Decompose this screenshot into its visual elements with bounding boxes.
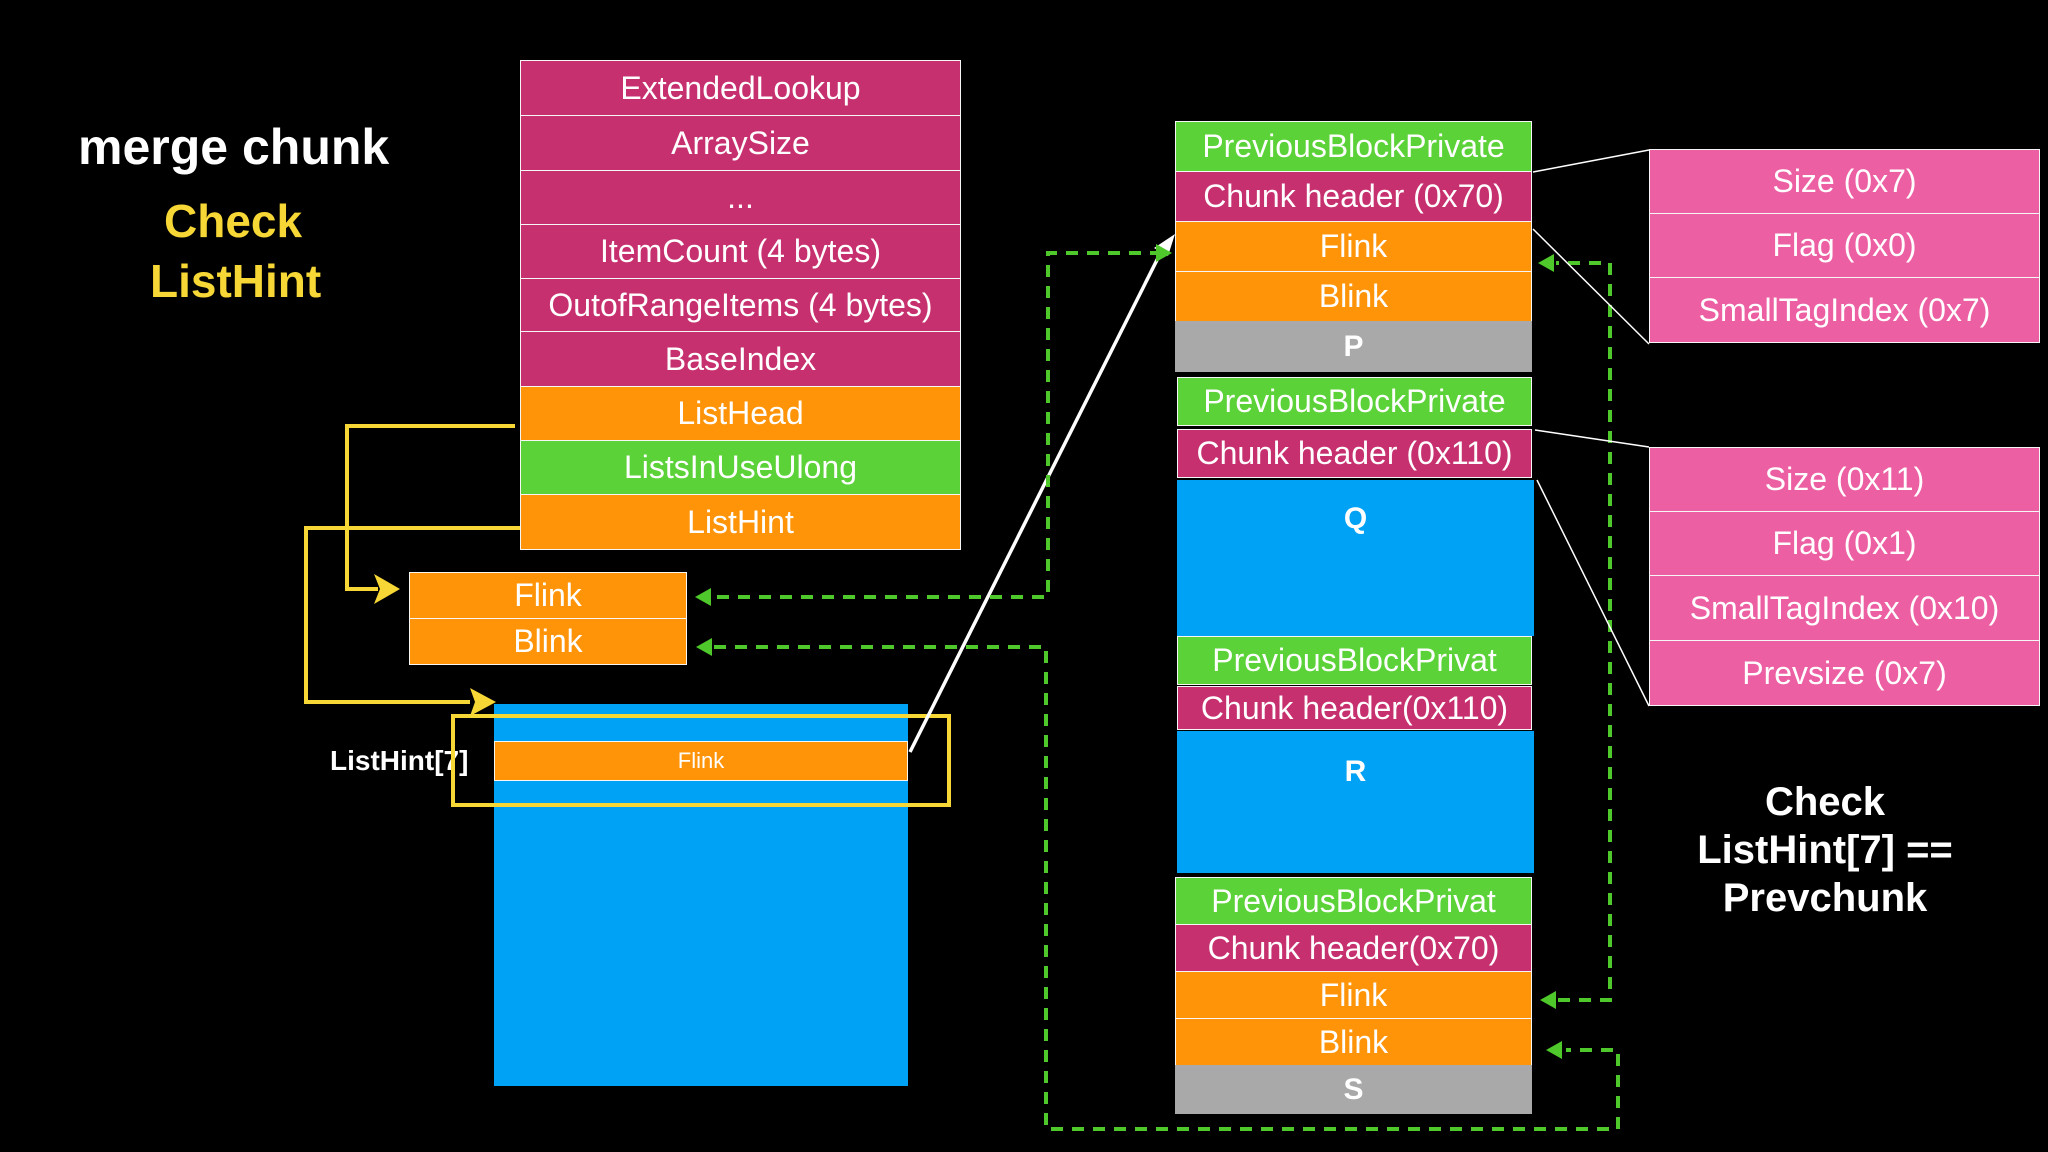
field-list-hint: ListHint: [520, 494, 961, 550]
list-hint-7-highlight: [451, 714, 951, 807]
chunk-p-flink: Flink: [1175, 221, 1532, 272]
q-header-size: Size (0x11): [1649, 447, 2040, 512]
s-flink-dashed-arrowhead-bottom: [1540, 991, 1556, 1009]
check-note-line-2: ListHint[7] ==: [1697, 828, 1953, 872]
p-header-flag: Flag (0x0): [1649, 213, 2040, 278]
field-out-of-range-items: OutofRangeItems (4 bytes): [520, 278, 961, 332]
s-flink-dashed-arrowhead-top: [1538, 254, 1554, 272]
s-to-blink-dashed-link: [714, 645, 1620, 1131]
listhead-pointer-arrowhead: [374, 574, 400, 604]
chunk-r-body: R: [1177, 731, 1534, 873]
chunk-r-header: Chunk header(0x110): [1177, 686, 1532, 730]
chunk-s-blink: Blink: [1175, 1018, 1532, 1066]
p-flink-dashed-arrowhead-left: [695, 588, 711, 606]
list-hint-7-flink: Flink: [494, 741, 908, 781]
chunk-p-blink: Blink: [1175, 271, 1532, 322]
field-item-count: ItemCount (4 bytes): [520, 224, 961, 279]
chunk-q-prev-block: PreviousBlockPrivate: [1177, 377, 1532, 426]
listhead-pointer-line: [345, 424, 515, 591]
s-to-blink-dashed-arrowhead-left: [696, 638, 712, 656]
chunk-s-flink: Flink: [1175, 971, 1532, 1019]
field-ellipsis: ...: [520, 170, 961, 225]
p-header-small-tag-index: SmallTagIndex (0x7): [1649, 277, 2040, 343]
chunk-p-body: P: [1175, 321, 1532, 372]
check-note-line-3: Prevchunk: [1722, 876, 1928, 920]
chunk-q-body: Q: [1177, 480, 1534, 636]
q-header-flag: Flag (0x1): [1649, 511, 2040, 576]
field-array-size: ArraySize: [520, 115, 961, 171]
chunk-s-prev-block: PreviousBlockPrivat: [1175, 877, 1532, 925]
listhint-pointer-line: [304, 526, 520, 704]
chunk-r-prev-block: PreviousBlockPrivat: [1177, 636, 1532, 685]
field-list-head: ListHead: [520, 386, 961, 441]
s-flink-dashed-link: [1556, 261, 1612, 1002]
q-header-detail-line-bottom: [1536, 479, 1650, 707]
check-note: Check ListHint[7] == Prevchunk: [1660, 778, 1990, 922]
q-header-detail-line-top: [1534, 429, 1650, 448]
listhint-pointer-arrowhead: [470, 688, 496, 716]
check-note-line-1: Check: [1764, 780, 1886, 824]
s-to-blink-dashed-arrowhead-right: [1546, 1041, 1562, 1059]
subtitle-listhint: ListHint: [150, 255, 322, 307]
diagram-title: merge chunk: [78, 119, 390, 175]
chunk-s-header: Chunk header(0x70): [1175, 924, 1532, 972]
p-flink-dashed-arrowhead-right: [1156, 244, 1172, 262]
p-flink-dashed-link: [712, 251, 1162, 599]
chunk-p-prev-block: PreviousBlockPrivate: [1175, 121, 1532, 172]
listhint-7-to-p-line: [908, 245, 1166, 753]
list-hint-7-label: ListHint[7]: [330, 745, 469, 776]
subtitle-check: Check: [164, 195, 303, 247]
chunk-s-body: S: [1175, 1065, 1532, 1114]
p-header-detail-line-bottom: [1532, 228, 1650, 345]
chunk-q-header: Chunk header (0x110): [1177, 429, 1532, 478]
q-header-small-tag-index: SmallTagIndex (0x10): [1649, 575, 2040, 641]
list-head-flink: Flink: [409, 572, 687, 619]
list-head-blink: Blink: [409, 618, 687, 665]
p-header-detail-line-top: [1532, 149, 1650, 173]
q-header-prevsize: Prevsize (0x7): [1649, 640, 2040, 706]
chunk-p-header: Chunk header (0x70): [1175, 171, 1532, 222]
